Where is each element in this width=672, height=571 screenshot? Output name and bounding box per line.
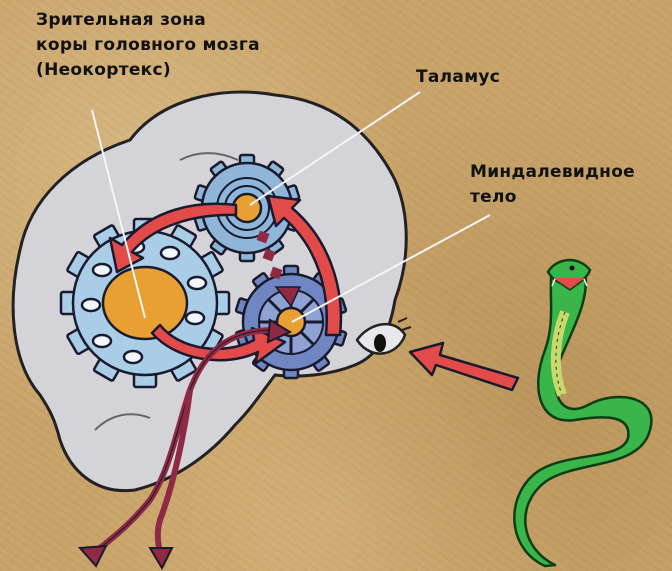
amygdala-label-line-1: Миндалевидное: [470, 160, 635, 185]
visual-cortex-label-line-2: коры головного мозга: [36, 33, 260, 58]
snake-to-eye-arrow: [410, 343, 518, 390]
visual-cortex-label: Зрительная зона коры головного мозга (Не…: [36, 8, 260, 83]
amygdala-label-line-2: тело: [470, 185, 635, 210]
visual-cortex-nucleus: [103, 267, 187, 339]
visual-cortex-label-line-3: (Неокортекс): [36, 58, 260, 83]
thalamus-label: Таламус: [416, 65, 500, 90]
visual-cortex-label-line-1: Зрительная зона: [36, 8, 260, 33]
cobra-icon: [514, 260, 651, 566]
amygdala-label: Миндалевидное тело: [470, 160, 635, 210]
